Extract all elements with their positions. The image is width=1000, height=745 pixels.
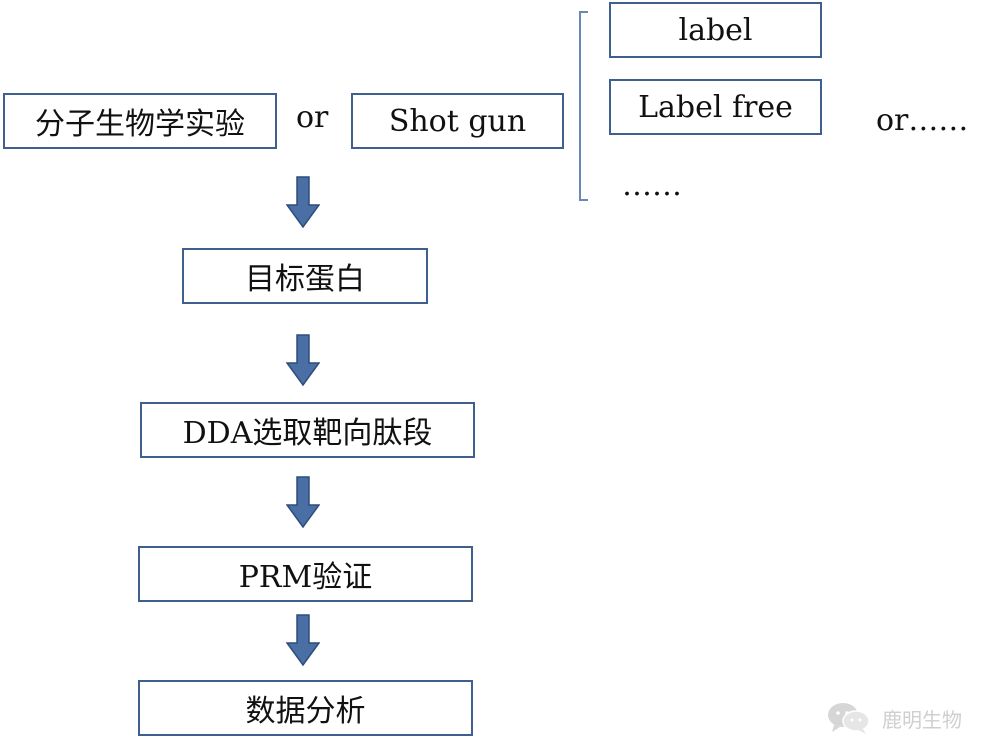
label-box: label — [609, 2, 822, 58]
label-label: label — [678, 12, 753, 48]
watermark: 鹿明生物 — [826, 700, 962, 736]
target-protein-box: 目标蛋白 — [182, 248, 428, 304]
molecular-experiment-label: 分子生物学实验 — [35, 107, 245, 142]
down-arrow-1 — [286, 176, 320, 228]
dda-select-label: DDA选取靶向肽段 — [182, 416, 433, 451]
options-bracket — [579, 11, 588, 201]
molecular-experiment-box: 分子生物学实验 — [3, 93, 277, 149]
data-analysis-box: 数据分析 — [138, 680, 473, 736]
shotgun-box: Shot gun — [351, 93, 564, 149]
or-between-text: or — [296, 100, 329, 135]
label-free-box: Label free — [609, 79, 822, 135]
dda-select-box: DDA选取靶向肽段 — [140, 402, 475, 458]
label-free-label: Label free — [638, 89, 793, 125]
shotgun-label: Shot gun — [388, 103, 527, 139]
target-protein-label: 目标蛋白 — [245, 262, 365, 297]
down-arrow-2 — [286, 334, 320, 386]
data-analysis-label: 数据分析 — [245, 694, 366, 729]
down-arrow-4 — [286, 614, 320, 666]
down-arrow-3 — [286, 476, 320, 528]
prm-verify-box: PRM验证 — [138, 546, 473, 602]
prm-verify-label: PRM验证 — [238, 560, 373, 595]
wechat-icon — [828, 703, 870, 734]
watermark-text: 鹿明生物 — [882, 707, 962, 732]
or-right-text: or…… — [876, 103, 969, 138]
ellipsis-option-text: …… — [622, 168, 682, 203]
